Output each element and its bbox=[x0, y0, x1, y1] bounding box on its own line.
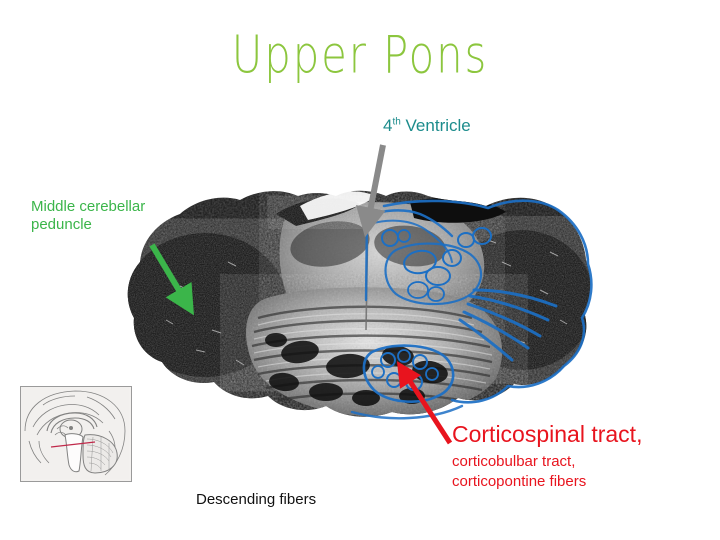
ventricle-text: Ventricle bbox=[400, 116, 471, 135]
label-descending-fibers: Descending fibers bbox=[196, 491, 317, 508]
label-corticobulbar-corticopontine: corticobulbar tract, corticopontine fibe… bbox=[452, 453, 587, 491]
label-middle-cerebellar-peduncle: Middle cerebellar peduncle bbox=[31, 198, 146, 234]
label-corticospinal-tract: Corticospinal tract, bbox=[452, 421, 643, 447]
midsagittal-brain-inset bbox=[20, 386, 132, 482]
ventricle-number: 4 bbox=[383, 116, 393, 135]
ventricle-ordinal-suffix: th bbox=[392, 116, 401, 128]
page-title: Upper Pons bbox=[231, 25, 489, 86]
label-fourth-ventricle: 4th Ventricle bbox=[383, 116, 471, 137]
section-level-line bbox=[50, 441, 96, 448]
